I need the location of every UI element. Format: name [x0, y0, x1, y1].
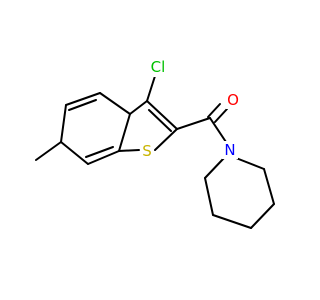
nitrogen-atom-label: N [224, 141, 235, 159]
carbonyl-link-bond [176, 117, 211, 130]
chloro-bond [146, 75, 156, 102]
sulfur-atom-label: S [142, 142, 152, 160]
benzene-ring [60, 92, 131, 165]
amide-bond [209, 117, 227, 143]
carbonyl-double-bond-a [207, 103, 221, 118]
carbonyl-double-bond-b [214, 108, 228, 123]
piperidine-ring [204, 157, 275, 229]
thiophene-ring [118, 100, 178, 152]
atom-labels: Cl O S N [140, 57, 240, 160]
molecule-structure-diagram: Cl O S N [35, 57, 275, 229]
methyl-bond [35, 141, 62, 161]
substituent-bonds [35, 75, 228, 161]
oxygen-atom-label: O [227, 91, 239, 109]
chlorine-atom-label: Cl [151, 58, 166, 76]
